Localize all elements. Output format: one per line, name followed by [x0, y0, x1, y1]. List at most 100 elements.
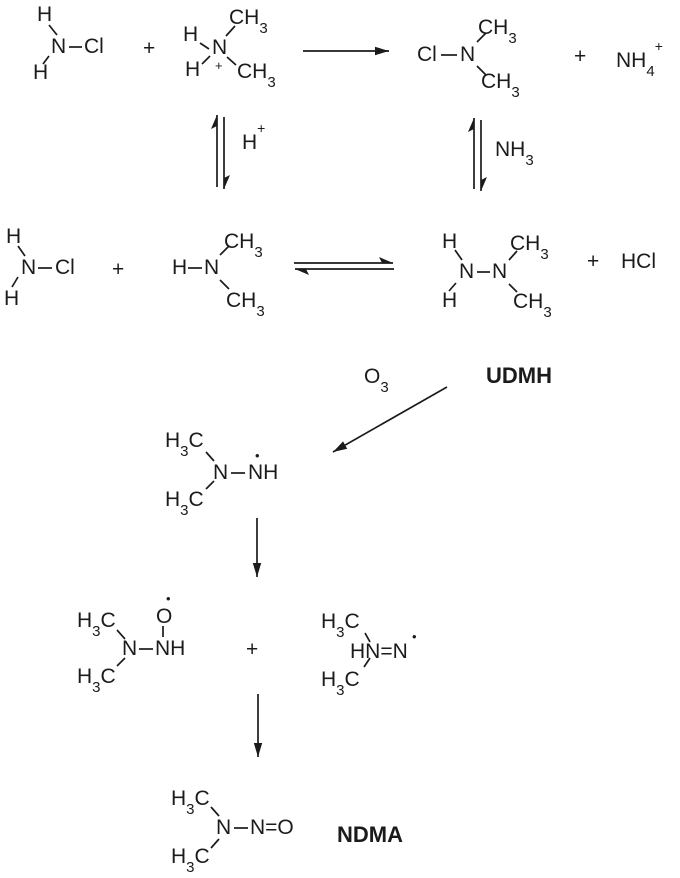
atom-h: H	[321, 668, 337, 691]
subscript: 3	[256, 303, 265, 321]
bond	[508, 250, 518, 261]
ndma-h3c-top: H3C	[171, 787, 210, 817]
bond	[48, 24, 58, 36]
diazenyl-h3c-bottom: H3C	[321, 668, 360, 698]
step2-dma-ch3-top: CH3	[224, 231, 263, 260]
aminoxyl-h3c-top: H3C	[77, 609, 116, 639]
ndma-no: N=O	[250, 816, 294, 839]
bond	[205, 451, 215, 462]
subscript: 3	[508, 30, 517, 48]
step2-chloramine-bonds	[11, 245, 52, 288]
bond	[17, 245, 26, 257]
step2-udmh-bonds	[448, 249, 518, 293]
subscript: 3	[259, 20, 268, 38]
step2-chloramine-cl: Cl	[55, 256, 75, 279]
bond	[201, 55, 211, 65]
atom-ch: CH	[510, 232, 541, 255]
ozonation-arrow	[332, 386, 448, 453]
step1-dma-ch3-top: CH3	[229, 6, 268, 36]
bond	[225, 25, 236, 37]
ndma-h3c-bottom: H3C	[171, 846, 210, 875]
subscript: 4	[646, 63, 655, 81]
step1-dma-h-top: H	[183, 23, 199, 46]
udmh-h-top: H	[442, 230, 458, 253]
step2-dma-h: H	[172, 256, 188, 279]
equilibrium-left-label: H+	[242, 121, 265, 154]
diazenyl-hnn: HN=N	[350, 640, 408, 663]
subscript: 3	[511, 84, 520, 102]
subscript: 3	[186, 801, 195, 819]
ndma-n: N	[216, 816, 232, 839]
bond	[363, 657, 371, 668]
step1-chloramine-cl: Cl	[84, 35, 104, 58]
step1-product-ch3-top: CH3	[478, 16, 517, 46]
step2-chloramine-n: N	[21, 256, 37, 279]
bond	[476, 32, 487, 43]
atom-c: C	[100, 609, 116, 632]
ammonium-ion: NH4 +	[616, 39, 663, 79]
radical-h3c-bottom: H3C	[165, 488, 204, 518]
step2-dma-n: N	[204, 256, 220, 279]
radical-n-left: N	[213, 461, 229, 484]
atom-h: H	[171, 787, 187, 810]
subscript: 3	[186, 859, 195, 877]
step1-product-cl: Cl	[417, 43, 437, 66]
plus-sign: +	[574, 45, 587, 68]
step1-chlorodimethylamine-bonds	[441, 32, 487, 76]
bond	[42, 55, 50, 65]
step1-dma-ch3-bottom: CH3	[237, 60, 276, 90]
step1-chloramine-h-bottom: H	[33, 61, 49, 84]
diazenyl-h3c-top: H3C	[321, 610, 360, 640]
step1-chloramine-h-top: H	[37, 3, 53, 26]
superscript: +	[257, 120, 266, 136]
step2-dimethylamine-bonds	[188, 245, 230, 290]
step1-product-n: N	[460, 43, 476, 66]
radical-dot: •	[166, 591, 171, 606]
atom-h: H	[321, 610, 337, 633]
bond	[116, 629, 126, 640]
atom-c: C	[100, 665, 116, 688]
radical-dot: •	[412, 629, 417, 644]
udmh-n-right: N	[492, 260, 508, 283]
subscript: 3	[92, 623, 101, 641]
atom-c: C	[188, 488, 204, 511]
aminoxyl-h3c-bottom: H3C	[77, 665, 116, 695]
bond	[476, 65, 487, 76]
step1-dma-h-bottom: H	[185, 58, 201, 81]
plus-sign: +	[112, 258, 125, 281]
ndma-bonds	[210, 806, 248, 849]
ndma-label: NDMA	[337, 822, 403, 847]
atom-h: H	[77, 609, 93, 632]
atom-o: O	[364, 365, 381, 388]
udmh-ch3-top: CH3	[510, 232, 549, 262]
step1-chloramine-n: N	[51, 35, 67, 58]
bond	[210, 838, 220, 849]
atom-ch: CH	[229, 6, 260, 29]
bond	[116, 657, 126, 667]
equilibrium-right-label: NH3	[495, 139, 534, 168]
superscript: +	[654, 38, 663, 54]
subscript: 3	[543, 304, 552, 322]
atom-nh: NH	[616, 49, 647, 72]
subscript: 3	[336, 682, 345, 700]
bond	[199, 42, 210, 50]
atom-h: H	[165, 429, 181, 452]
step1-product-ch3-bottom: CH3	[481, 71, 520, 100]
atom-h: H	[165, 488, 181, 511]
ozone-label: O3	[364, 365, 389, 395]
equilibrium-left-arrows	[211, 115, 230, 189]
atom-ch: CH	[478, 16, 509, 39]
aminoxyl-bonds	[116, 626, 164, 667]
bond	[11, 276, 19, 288]
subscript: 3	[525, 152, 534, 170]
bond	[448, 282, 457, 292]
atom-c: C	[344, 610, 360, 633]
hcl: HCl	[621, 250, 656, 273]
udmh-ch3-bottom: CH3	[513, 291, 552, 320]
atom-h: H	[242, 131, 258, 154]
diazenyl-bonds	[363, 632, 371, 668]
subscript: 3	[254, 244, 263, 262]
bond	[226, 56, 237, 66]
atom-ch: CH	[237, 60, 268, 83]
